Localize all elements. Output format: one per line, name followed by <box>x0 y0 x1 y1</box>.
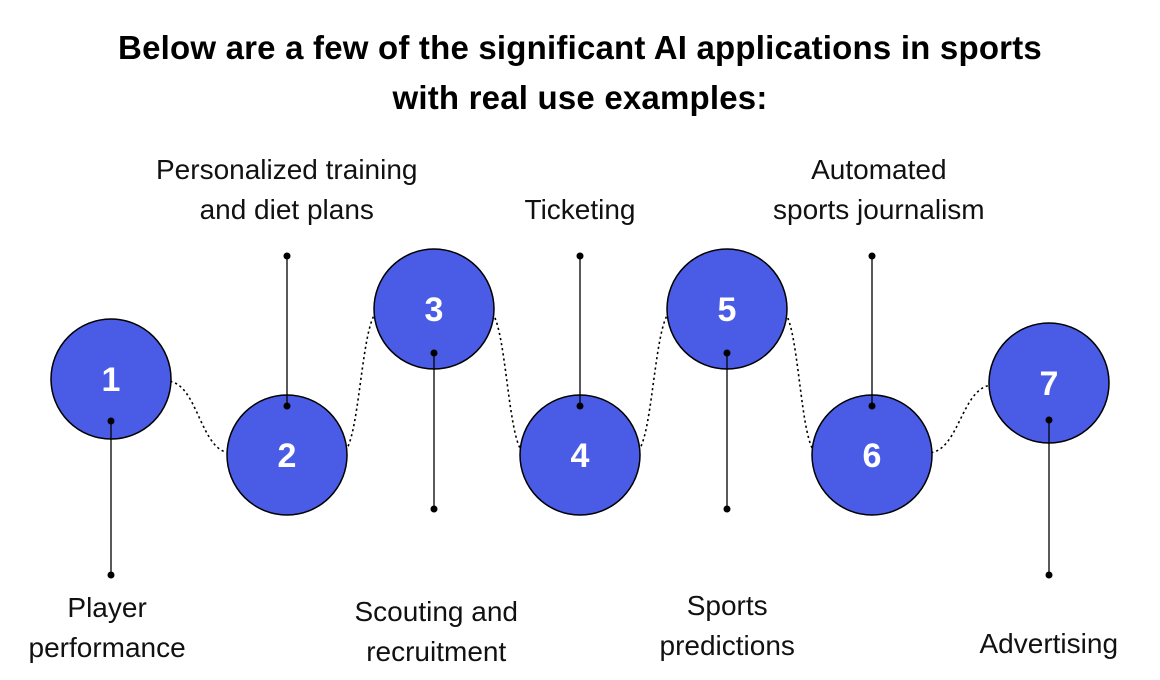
node-1-label-line-2: performance <box>28 632 186 663</box>
connector-2-to-3 <box>340 310 381 454</box>
node-2-number: 2 <box>278 437 297 475</box>
node-5-stem-dot-bottom <box>723 505 731 513</box>
node-1-stem-dot-top <box>107 417 115 425</box>
connector-6-to-7 <box>925 384 996 454</box>
node-2-label: Personalized training and diet plans <box>156 150 418 230</box>
page-title-line-2: with real use examples: <box>392 79 768 116</box>
node-6-stem-dot-top <box>868 252 876 260</box>
node-6-label: Automated sports journalism <box>773 150 985 230</box>
node-6-label-line-2: sports journalism <box>773 194 985 225</box>
node-2-label-line-1: Personalized training <box>156 154 418 185</box>
node-6-number: 6 <box>863 437 882 475</box>
connector-3-to-4 <box>487 310 527 454</box>
node-1-stem-dot-bottom <box>107 571 115 579</box>
node-1-label-line-1: Player <box>67 592 147 623</box>
node-6-stem-dot-bottom <box>868 402 876 410</box>
node-4-stem-dot-bottom <box>576 402 584 410</box>
node-5-number: 5 <box>718 291 737 329</box>
node-3-stem-dot-bottom <box>430 505 438 513</box>
node-3-label-line-2: recruitment <box>366 636 507 667</box>
node-7-number: 7 <box>1040 365 1059 403</box>
node-7-label: Advertising <box>980 624 1119 664</box>
node-4-stem-dot-top <box>576 252 584 260</box>
node-2-label-line-2: and diet plans <box>199 194 374 225</box>
page-title-line-1: Below are a few of the significant AI ap… <box>118 29 1042 66</box>
node-3-stem-dot-top <box>430 349 438 357</box>
node-4-label: Ticketing <box>525 190 636 230</box>
connector-5-to-6 <box>780 310 819 454</box>
node-5-label-line-2: predictions <box>659 630 795 661</box>
connector-4-to-5 <box>633 310 674 454</box>
node-5-label: Sports predictions <box>660 586 795 666</box>
node-7-stem-dot-bottom <box>1045 571 1053 579</box>
node-1-number: 1 <box>102 361 121 399</box>
node-7-stem-dot-top <box>1045 416 1053 424</box>
node-2-stem-dot-top <box>283 252 291 260</box>
node-3-number: 3 <box>425 291 444 329</box>
node-3-label: Scouting and recruitment <box>355 592 518 672</box>
node-5-label-line-1: Sports <box>686 590 768 621</box>
node-6-label-line-1: Automated <box>811 154 947 185</box>
node-1-label: Player performance <box>29 588 186 668</box>
node-4-number: 4 <box>571 437 590 475</box>
node-3-label-line-1: Scouting and <box>354 596 518 627</box>
node-2-stem-dot-bottom <box>283 402 291 410</box>
node-5-stem-dot-top <box>723 349 731 357</box>
node-4-label-line-1: Ticketing <box>524 194 636 225</box>
node-7-label-line-1: Advertising <box>979 628 1119 659</box>
connector-1-to-2 <box>164 380 234 454</box>
